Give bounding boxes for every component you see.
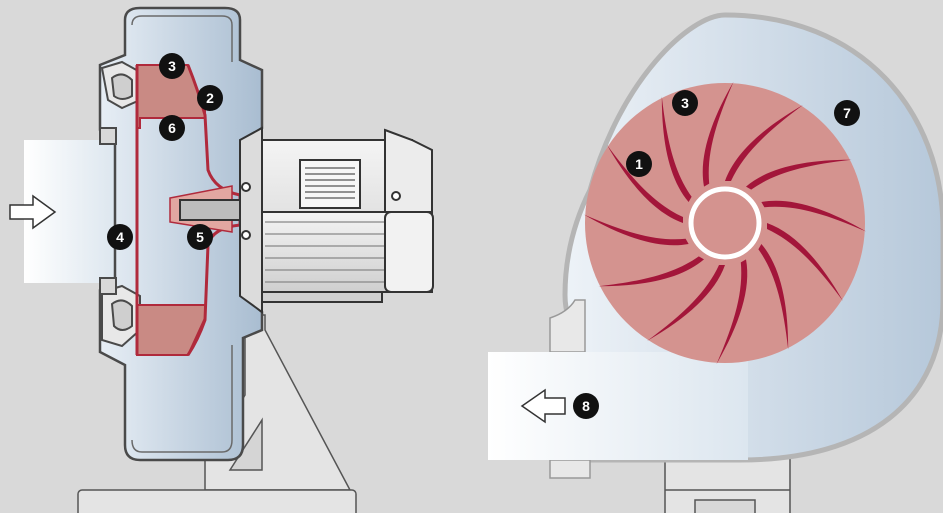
label-badge-4: 4	[107, 224, 133, 250]
label-text: 3	[681, 95, 689, 111]
label-badge-6: 6	[159, 115, 185, 141]
impeller-blade	[702, 81, 734, 187]
impeller-blade	[767, 223, 843, 301]
label-text: 4	[116, 229, 124, 245]
outlet-flange-bottom	[549, 459, 591, 479]
label-text: 1	[635, 156, 643, 172]
label-badge-5: 5	[187, 224, 213, 250]
impeller-blade	[647, 265, 725, 341]
label-badge-7: 7	[834, 100, 860, 126]
label-text: 5	[196, 229, 204, 245]
hub-ring	[688, 186, 762, 260]
motor-winding	[305, 167, 355, 199]
bearing-icon	[391, 191, 401, 201]
impeller-blade	[661, 96, 692, 202]
bearing-icon	[241, 230, 251, 240]
motor-fan-cover	[384, 128, 433, 213]
impeller-blades	[583, 81, 867, 365]
label-text: 3	[168, 58, 176, 74]
front-view: 1 3 7 8	[488, 12, 943, 513]
motor-fins	[265, 221, 385, 283]
motor-assembly	[179, 126, 434, 314]
label-badge-8: 8	[573, 393, 599, 419]
bearing-icon	[241, 182, 251, 192]
motor-bracket	[239, 126, 263, 314]
impeller-blade	[598, 256, 704, 287]
label-text: 8	[582, 398, 590, 414]
motor-foot	[261, 291, 383, 303]
impeller-blade	[758, 244, 789, 350]
arrow-left-icon	[520, 388, 566, 424]
label-badge-2: 2	[197, 85, 223, 111]
impeller-blade	[761, 200, 867, 232]
motor-end-cap	[384, 211, 434, 293]
label-text: 2	[206, 90, 214, 106]
impeller-blade	[716, 259, 748, 365]
label-text: 6	[168, 120, 176, 136]
label-badge-1: 1	[626, 151, 652, 177]
impeller-blade	[725, 105, 803, 181]
impeller-blade	[583, 214, 689, 246]
label-badge-3-right: 3	[672, 90, 698, 116]
label-badge-3-left: 3	[159, 53, 185, 79]
housing-inner-lines	[131, 15, 233, 453]
label-text: 7	[843, 105, 851, 121]
impeller-blade	[746, 159, 852, 190]
motor-stator	[299, 159, 361, 209]
outlet-flange	[549, 299, 586, 353]
impeller-blade	[607, 145, 683, 223]
cross-section-view: 3 2 6 4 5	[9, 6, 434, 513]
inlet-flange	[99, 60, 141, 348]
arrow-right-icon	[9, 194, 57, 230]
